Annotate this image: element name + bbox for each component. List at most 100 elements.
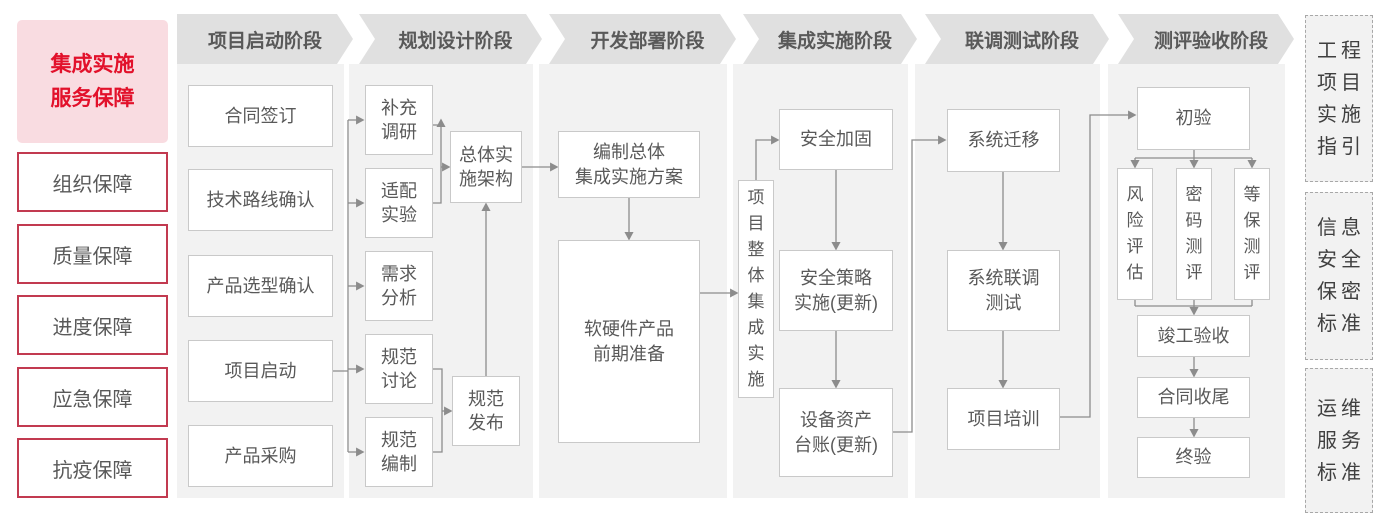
node-crypto-evaluation: 密码测评: [1176, 168, 1212, 300]
node-label: 规范: [381, 346, 417, 367]
sidebar-item-emergency-guarantee: 应急保障: [17, 367, 168, 427]
node-label: 终验: [1175, 447, 1212, 468]
standard-project-implementation-guide: 工程 项目 实施 指引: [1305, 15, 1373, 182]
node-label: 合同收尾: [1157, 387, 1230, 408]
node-label: 集成实施方案: [575, 166, 683, 187]
node-product-preparation: 软硬件产品前期准备: [558, 240, 700, 443]
node-label: 密码测评: [1185, 185, 1203, 282]
node-product-selection-confirm: 产品选型确认: [188, 255, 333, 317]
node-integration-plan: 编制总体集成实施方案: [558, 131, 700, 198]
node-label: 软硬件产品: [584, 319, 674, 340]
sidebar-item-label: 抗疫保障: [52, 459, 133, 482]
sidebar-item-label: 质量保障: [52, 245, 133, 268]
node-label: 前期准备: [593, 343, 665, 364]
sidebar-item-quality-guarantee: 质量保障: [17, 224, 168, 284]
node-overall-architecture: 总体实施架构: [450, 131, 522, 203]
node-label: 实验: [381, 205, 417, 225]
sidebar-title: 集成实施 服务保障: [17, 20, 168, 143]
sidebar-item-label: 组织保障: [52, 173, 133, 196]
standard-text: 信息: [1317, 217, 1365, 239]
sidebar-title-line1: 集成实施: [50, 52, 135, 76]
node-preliminary-acceptance: 初验: [1137, 87, 1250, 150]
node-label: 需求: [381, 263, 417, 284]
node-label: 设备资产: [800, 410, 872, 431]
node-label: 项目整体集成实施: [747, 188, 765, 389]
connector-integration-to-security-hardening: [755, 135, 780, 180]
node-system-migration: 系统迁移: [947, 109, 1060, 172]
connector-adaptation-to-research: [433, 118, 446, 204]
node-label: 系统联调: [967, 268, 1040, 289]
standard-text: 标准: [1317, 313, 1365, 335]
sidebar-item-label: 进度保障: [52, 316, 133, 339]
node-label: 项目启动: [224, 360, 297, 381]
standard-om-service: 运维 服务 标准: [1305, 368, 1373, 513]
standard-text: 运维: [1317, 397, 1365, 420]
phase-header-evaluation-acceptance: 测评验收阶段: [1118, 14, 1294, 64]
node-label: 总体实: [459, 144, 513, 165]
node-label: 施架构: [459, 169, 513, 189]
phase-label: 集成实施阶段: [777, 30, 892, 52]
node-mlps-evaluation: 等保测评: [1234, 168, 1270, 300]
phase-label: 开发部署阶段: [590, 30, 705, 52]
node-label: 规范: [468, 388, 504, 409]
node-label: 系统迁移: [967, 130, 1040, 151]
node-product-procurement: 产品采购: [188, 425, 333, 487]
node-contract-signing: 合同签订: [188, 85, 333, 147]
node-label: 等保测评: [1243, 185, 1261, 282]
node-label: 安全加固: [800, 129, 872, 150]
node-supplementary-research: 补充调研: [365, 85, 433, 155]
standard-text: 安全: [1317, 249, 1365, 271]
node-security-hardening: 安全加固: [779, 109, 893, 170]
phase-label: 规划设计阶段: [398, 30, 513, 52]
node-risk-assessment: 风险评估: [1117, 168, 1153, 300]
sidebar-item-schedule-guarantee: 进度保障: [17, 295, 168, 355]
standard-infosec-confidentiality: 信息 安全 保密 标准: [1305, 192, 1373, 360]
node-spec-release: 规范发布: [452, 376, 520, 446]
node-label: 讨论: [381, 371, 417, 391]
standard-text: 保密: [1317, 281, 1365, 303]
node-asset-ledger: 设备资产台账(更新): [779, 388, 893, 477]
node-label: 编制总体: [593, 142, 665, 163]
sidebar-title-line2: 服务保障: [50, 86, 135, 110]
node-contract-closure: 合同收尾: [1137, 377, 1250, 418]
node-completion-acceptance: 竣工验收: [1137, 315, 1250, 357]
phase-header-joint-testing: 联调测试阶段: [925, 14, 1109, 64]
node-project-training: 项目培训: [947, 388, 1060, 450]
phase-label: 项目启动阶段: [207, 30, 322, 52]
node-label: 技术路线确认: [206, 189, 315, 210]
node-overall-integration: 项目整体集成实施: [738, 180, 774, 398]
node-label: 补充: [381, 97, 417, 118]
node-security-policy: 安全策略实施(更新): [779, 250, 893, 331]
node-spec-drafting: 规范编制: [365, 417, 433, 487]
node-requirements-analysis: 需求分析: [365, 251, 433, 321]
node-spec-discussion: 规范讨论: [365, 334, 433, 404]
phase-label: 联调测试阶段: [964, 30, 1079, 52]
phase-header-planning-design: 规划设计阶段: [359, 14, 542, 64]
node-adaptation-test: 适配实验: [365, 168, 433, 238]
standard-text: 实施: [1317, 103, 1365, 126]
node-label: 实施(更新): [794, 292, 878, 313]
standard-text: 指引: [1317, 135, 1365, 158]
node-label: 测试: [985, 292, 1022, 313]
node-label: 项目培训: [967, 408, 1040, 429]
node-label: 编制: [381, 454, 417, 474]
node-label: 风险评估: [1126, 185, 1144, 282]
node-label: 调研: [381, 122, 417, 142]
node-label: 规范: [381, 429, 417, 450]
node-label: 产品选型确认: [206, 275, 315, 296]
node-label: 合同签订: [224, 105, 297, 126]
node-final-acceptance: 终验: [1137, 437, 1250, 478]
node-label: 初验: [1175, 108, 1212, 129]
sidebar-item-organization-guarantee: 组织保障: [17, 152, 168, 212]
node-label: 发布: [468, 413, 504, 433]
connector-ledger-to-system-migration: [893, 135, 947, 433]
phase-header-development-deployment: 开发部署阶段: [549, 14, 736, 64]
node-label: 安全策略: [800, 268, 872, 289]
phase-header-project-initiation: 项目启动阶段: [177, 14, 353, 64]
node-tech-route-confirm: 技术路线确认: [188, 169, 333, 231]
node-label: 产品采购: [224, 445, 297, 466]
standard-text: 工程: [1317, 39, 1365, 62]
node-label: 竣工验收: [1157, 325, 1230, 346]
